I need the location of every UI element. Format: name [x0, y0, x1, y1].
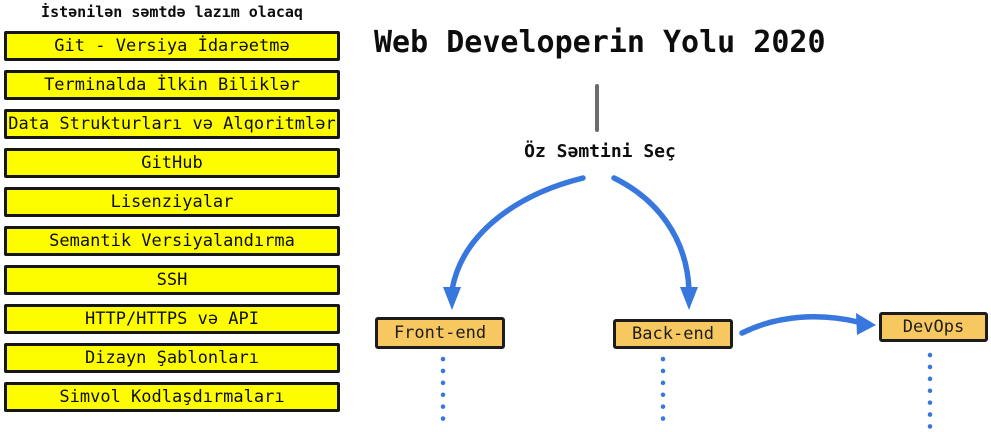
topic-box-git[interactable]: Git - Versiya İdarəetmə: [4, 31, 340, 61]
topic-box-data-structures[interactable]: Data Strukturları və Alqoritmlər: [4, 109, 340, 139]
arrow-back-end-icon: [611, 175, 698, 310]
page-title: Web Developerin Yolu 2020: [374, 25, 826, 60]
sidebar-header: İstənilən səmtdə lazım olacaq: [41, 3, 303, 21]
branch-box-devops[interactable]: DevOps: [879, 312, 988, 342]
arrow-front-end-icon: [443, 175, 586, 310]
topic-box-ssh[interactable]: SSH: [4, 265, 340, 295]
branch-box-back-end[interactable]: Back-end: [613, 319, 733, 349]
topic-box-github[interactable]: GitHub: [4, 148, 340, 178]
topic-box-http-api[interactable]: HTTP/HTTPS və API: [4, 304, 340, 334]
topic-box-terminal[interactable]: Terminalda İlkin Biliklər: [4, 70, 340, 100]
common-topics-sidebar: İstənilən səmtdə lazım olacaq Git - Vers…: [4, 2, 340, 421]
topic-box-design-patterns[interactable]: Dizayn Şablonları: [4, 343, 340, 373]
topic-box-char-encodings[interactable]: Simvol Kodlaşdırmaları: [4, 382, 340, 412]
topic-box-semver[interactable]: Semantik Versiyalandırma: [4, 226, 340, 256]
arrow-devops-icon: [739, 313, 876, 336]
choose-direction-label: Öz Səmtini Seç: [524, 141, 676, 162]
stem-line: [595, 84, 599, 132]
branch-box-front-end[interactable]: Front-end: [375, 317, 505, 349]
topic-box-licenses[interactable]: Lisenziyalar: [4, 187, 340, 217]
